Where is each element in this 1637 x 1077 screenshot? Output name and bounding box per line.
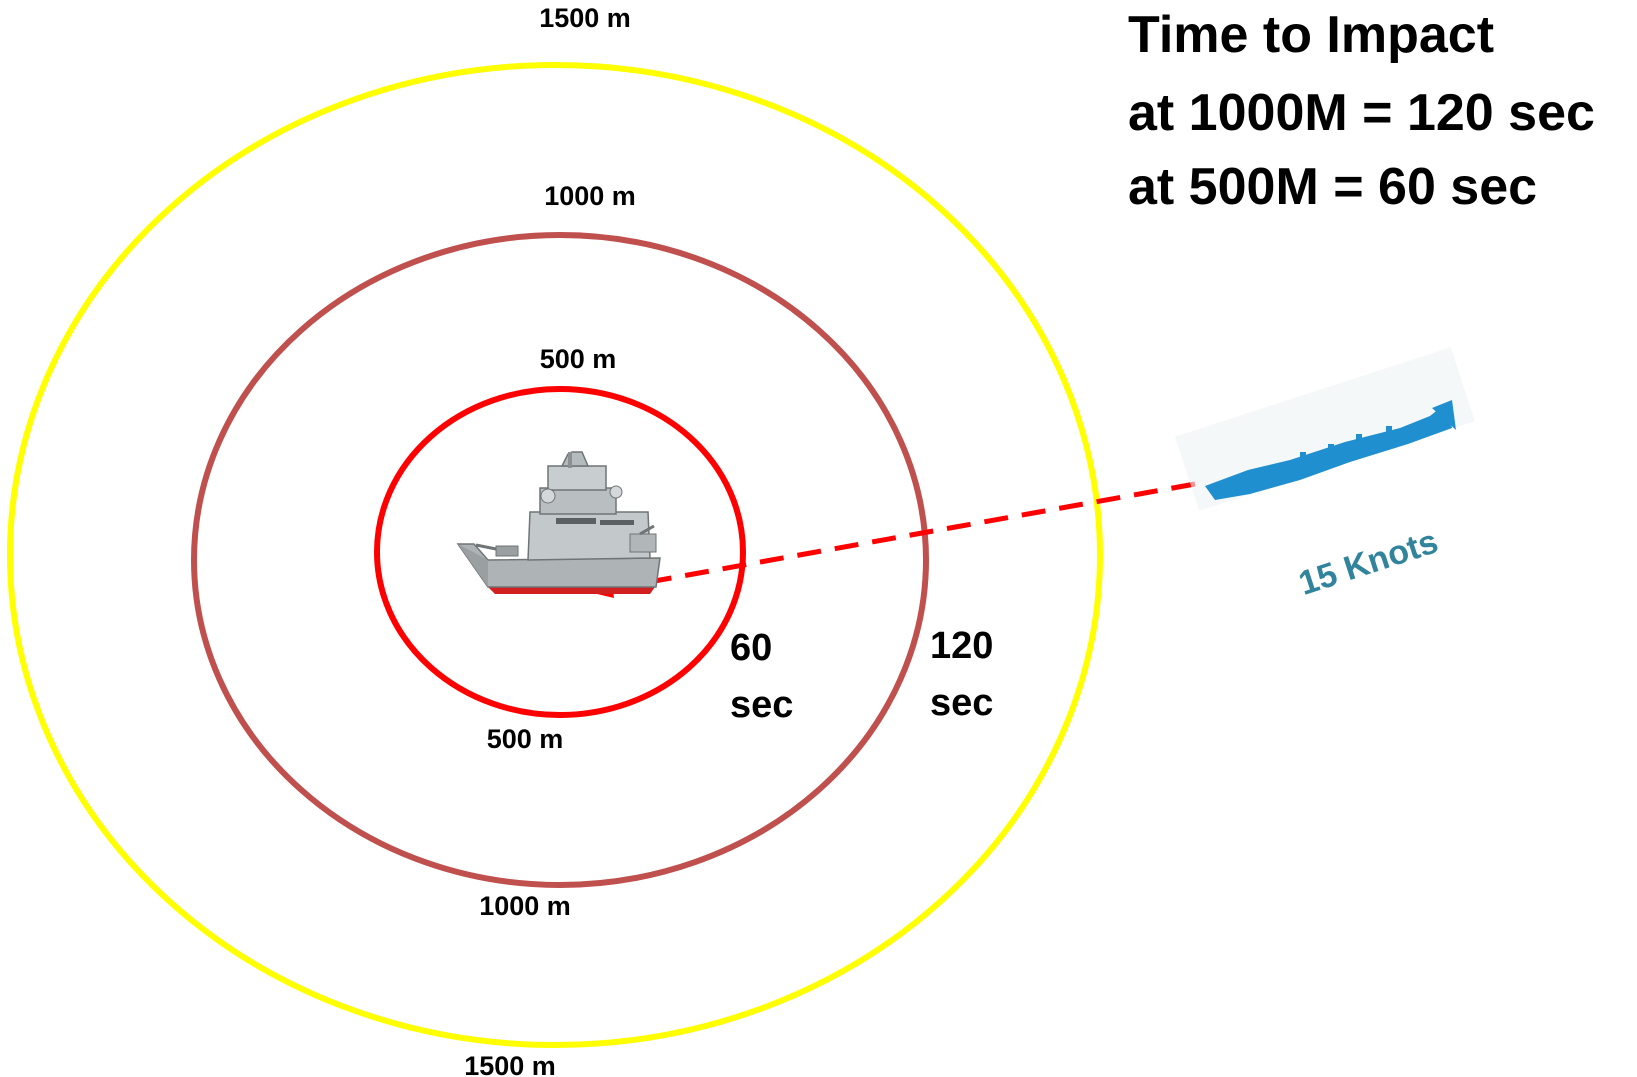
warship-icon <box>456 451 661 594</box>
middle-time-unit: sec <box>930 682 993 724</box>
panel-line-500m: at 500M = 60 sec <box>1128 158 1537 216</box>
inner-ring-top-label: 500 m <box>540 344 617 374</box>
outer-range-ring <box>7 62 1103 1048</box>
inner-time-unit: sec <box>730 684 793 726</box>
middle-range-ring <box>191 232 929 888</box>
outer-ring-top-label: 1500 m <box>539 3 631 33</box>
middle-ring-top-label: 1000 m <box>544 181 636 211</box>
inner-range-ring <box>374 386 746 718</box>
inner-ring-bottom-label: 500 m <box>487 724 564 754</box>
inner-time-value: 60 <box>730 627 772 669</box>
middle-ring-bottom-label: 1000 m <box>479 891 571 921</box>
panel-line-1000m: at 1000M = 120 sec <box>1128 84 1595 142</box>
outer-ring-bottom-label: 1500 m <box>464 1051 556 1077</box>
attack-boat-icon <box>1175 347 1475 511</box>
middle-time-value: 120 <box>930 625 993 667</box>
threat-speed-label: 15 Knots <box>1294 522 1442 603</box>
approach-line <box>609 481 1196 592</box>
panel-title: Time to Impact <box>1128 6 1494 64</box>
